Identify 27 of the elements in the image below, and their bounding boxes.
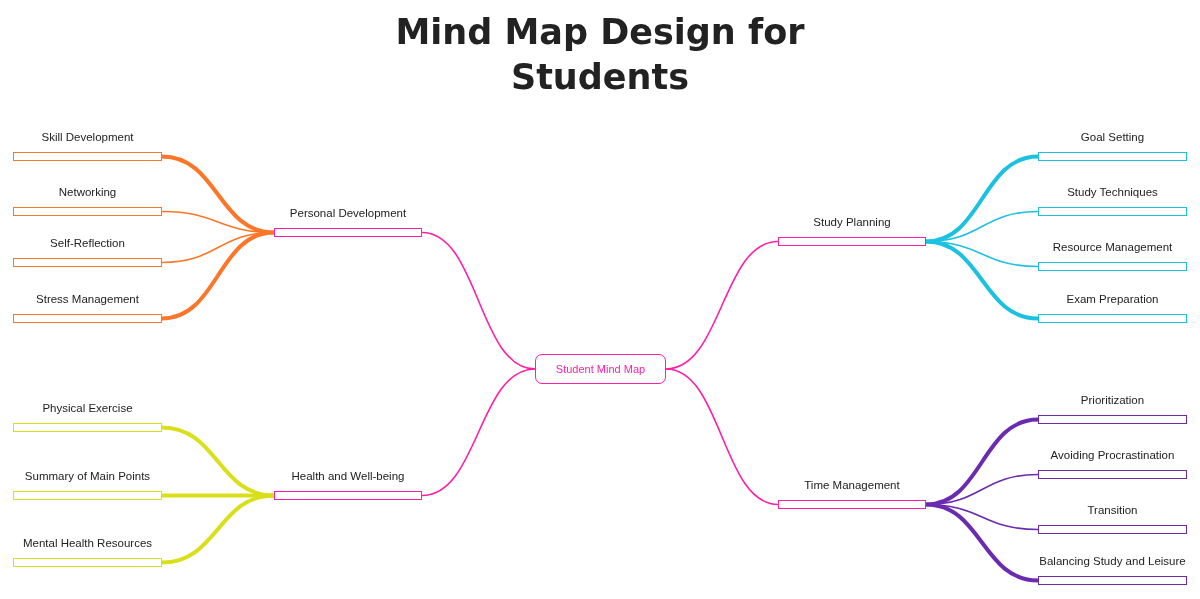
topic-label: Time Management	[803, 478, 901, 493]
topic-label: Transition	[1086, 503, 1139, 518]
topic-label: Avoiding Procrastination	[1049, 448, 1176, 463]
topic-label: Balancing Study and Leisure	[1038, 554, 1187, 569]
branch-connector	[925, 502, 1039, 583]
topic-label: Prioritization	[1079, 393, 1146, 408]
topic-label: Stress Management	[35, 292, 140, 307]
topic-label: Networking	[57, 185, 118, 200]
topic-label: Personal Development	[288, 206, 408, 221]
topic-label: Goal Setting	[1079, 130, 1146, 145]
topic-label: Health and Well-being	[290, 469, 406, 484]
branch-connector	[161, 230, 275, 321]
topic-label: Resource Management	[1051, 240, 1174, 255]
branch-connector	[665, 368, 779, 506]
diagram-title: Mind Map Design for Students	[394, 11, 806, 99]
branch-connector	[925, 239, 1039, 321]
topic-label: Study Techniques	[1066, 185, 1159, 200]
topic-label: Study Planning	[812, 215, 892, 230]
topic-label: Physical Exercise	[41, 401, 134, 416]
topic-label: Exam Preparation	[1065, 292, 1160, 307]
branch-connector	[161, 493, 275, 565]
topic-label: Skill Development	[40, 130, 135, 145]
branch-connector	[421, 368, 536, 497]
topic-label: Summary of Main Points	[23, 469, 152, 484]
central-topic-box: Student Mind Map	[535, 354, 666, 384]
topic-label: Mental Health Resources	[21, 536, 154, 551]
topic-label: Self-Reflection	[49, 236, 126, 251]
